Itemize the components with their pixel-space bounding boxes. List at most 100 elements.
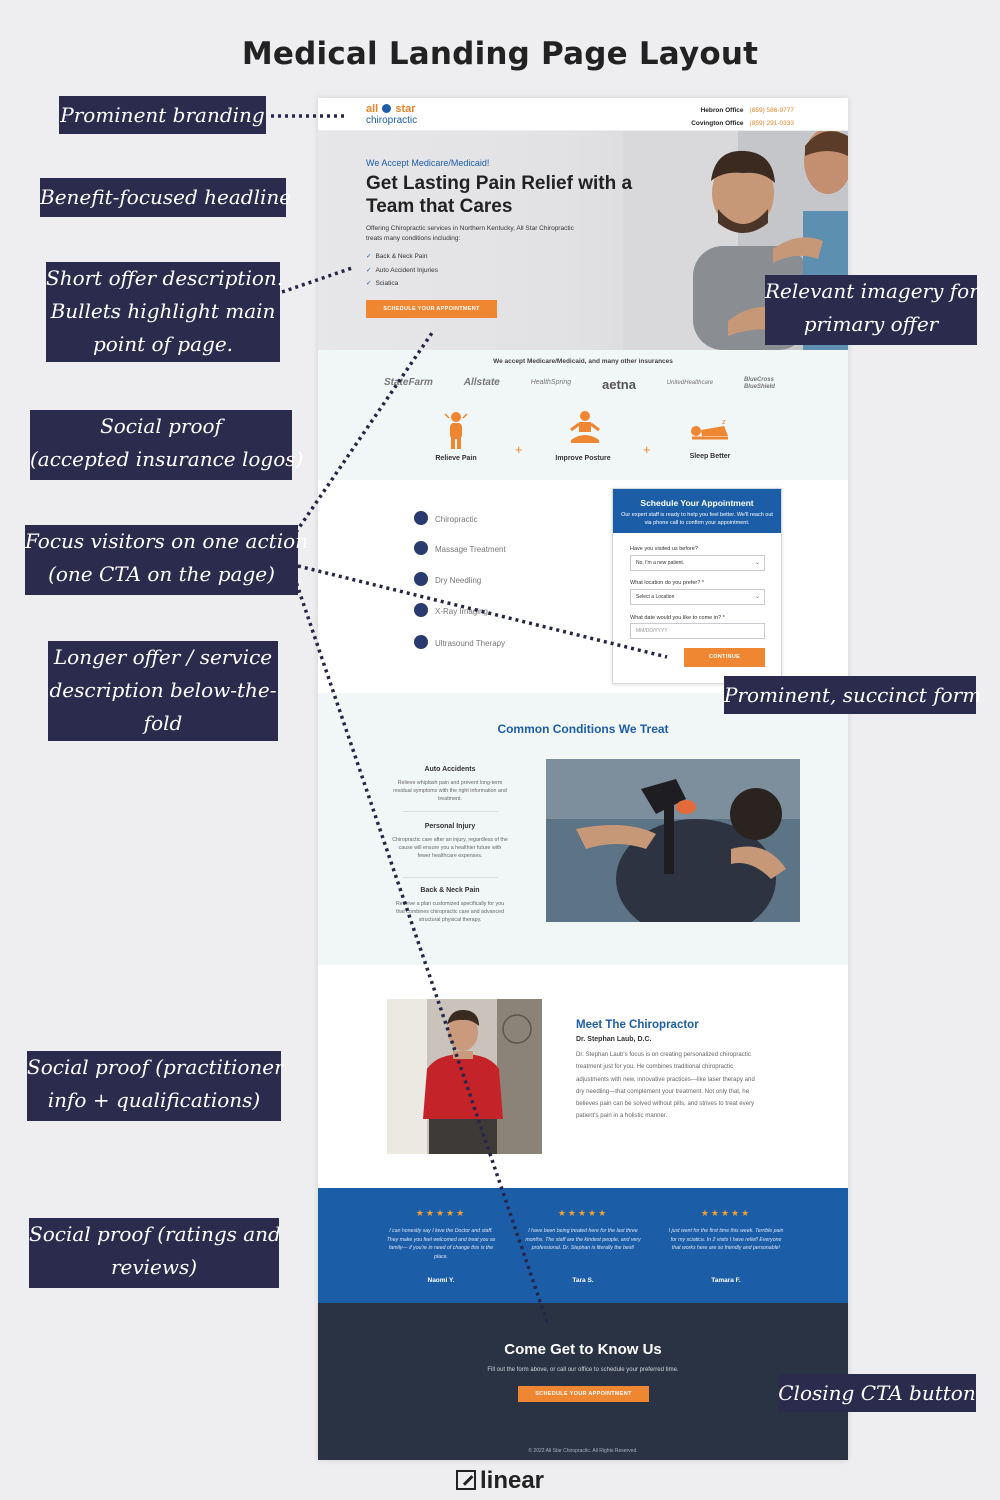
review-author: Tara S.	[572, 1277, 594, 1284]
chiropractic-icon	[414, 511, 428, 525]
logo-text-chiropractic: chiropractic	[366, 115, 418, 126]
service-label: Massage Treatment	[435, 545, 506, 554]
annotation-line: reviews)	[110, 1255, 198, 1279]
treatment-photo	[546, 759, 800, 922]
service-label: Chiropractic	[435, 515, 478, 524]
service-item-chiropractic[interactable]: Chiropractic	[414, 511, 478, 525]
annotation-practitioner: Social proof (practitioner info + qualif…	[27, 1051, 284, 1121]
review-card: ★★★★★ I have been being treated here for…	[525, 1208, 641, 1284]
improve-posture-icon	[570, 411, 600, 443]
logo[interactable]: all star chiropractic	[366, 103, 417, 126]
appointment-form: Schedule Your Appointment Our expert sta…	[612, 488, 782, 684]
annotation-line: point of page.	[92, 332, 234, 356]
annotation-form: Prominent, succinct form	[724, 676, 981, 714]
condition-name: Back & Neck Pain	[420, 887, 480, 894]
divider	[402, 811, 498, 812]
ultrasound-icon	[414, 635, 428, 649]
star-rating-icon: ★★★★★	[700, 1208, 752, 1218]
review-quote: I just went for the first time this week…	[668, 1228, 784, 1251]
condition-desc: Relieve whiplash pain and prevent long-t…	[393, 780, 507, 802]
meet-section: Meet The Chiropractor Dr. Stephan Laub, …	[318, 965, 848, 1188]
location-select[interactable]: Select a Location⌄	[630, 589, 765, 605]
office-phone[interactable]: (859) 291-0333	[749, 120, 794, 127]
annotation-line: Social proof (ratings and	[29, 1222, 281, 1246]
list-item: ✓Auto Accident Injuries	[366, 264, 438, 278]
insurance-title: We accept Medicare/Medicaid, and many ot…	[493, 358, 673, 365]
visited-before-label: Have you visited us before?	[630, 546, 698, 552]
office-phone[interactable]: (859) 586-9777	[749, 107, 794, 114]
service-item-massage[interactable]: Massage Treatment	[414, 541, 506, 555]
meet-title: Meet The Chiropractor	[576, 1019, 699, 1031]
list-item: ✓Sciatica	[366, 277, 438, 291]
reviews-section: ★★★★★ I can honestly say I love the Doct…	[318, 1188, 848, 1303]
hero-description: Offering Chiropractic services in Northe…	[366, 225, 574, 242]
bullet-text: Sciatica	[375, 280, 399, 287]
review-quote: I have been being treated here for the l…	[525, 1228, 641, 1251]
benefit-improve-posture: Improve Posture	[555, 455, 611, 462]
closing-cta-button[interactable]: SCHEDULE YOUR APPOINTMENT	[518, 1386, 649, 1402]
form-subtitle: Our expert staff is ready to help you fe…	[621, 512, 773, 526]
allstate-logo: Allstate	[463, 377, 500, 388]
brand-text: linear	[479, 1467, 545, 1494]
select-value: No, I'm a new patient.	[636, 560, 685, 566]
annotation-line: (one CTA on the page)	[48, 562, 275, 586]
hero-headline: Get Lasting Pain Relief with a Team that…	[366, 173, 633, 217]
service-item-dry-needling[interactable]: Dry Needling	[414, 572, 481, 586]
chevron-down-icon: ⌄	[754, 560, 760, 566]
annotation-line: description below-the-	[49, 678, 277, 702]
plus-icon: +	[643, 442, 651, 457]
dry-needling-icon	[414, 572, 428, 586]
annotation-closing: Closing CTA button	[778, 1374, 976, 1412]
annotation-line: Bullets highlight main	[50, 299, 276, 323]
healthspring-logo: HealthSpring	[530, 379, 572, 386]
annotation-branding: Prominent branding	[59, 96, 266, 134]
copyright: © 2022 All Star Chiropractic. All Rights…	[528, 1448, 638, 1454]
condition-item: Back & Neck Pain Receive a plan customiz…	[392, 887, 508, 924]
service-label: Dry Needling	[435, 576, 482, 585]
annotation-line: Social proof	[100, 414, 222, 438]
date-input[interactable]: MM/DD/YYYY	[630, 623, 765, 639]
conditions-title: Common Conditions We Treat	[497, 722, 669, 736]
annotation-line: Short offer description.	[46, 266, 284, 290]
hero-bullets: ✓Back & Neck Pain ✓Auto Accident Injurie…	[366, 250, 438, 291]
bluecross-logo: BlueCross BlueShield	[743, 377, 775, 390]
annotation-line: Longer offer / service	[53, 645, 273, 669]
chiropractor-bio: Dr. Stephan Laub's focus is on creating …	[576, 1051, 755, 1120]
office-name: Hebron Office	[700, 107, 744, 114]
relieve-pain-icon	[444, 412, 468, 449]
schedule-appointment-button[interactable]: SCHEDULE YOUR APPOINTMENT	[366, 300, 497, 318]
closing-title: Come Get to Know Us	[504, 1341, 662, 1358]
annotation-line: Focus visitors on one action	[25, 529, 309, 553]
insurance-section: We accept Medicare/Medicaid, and many ot…	[318, 350, 848, 480]
review-author: Naomi Y.	[427, 1277, 455, 1284]
chiropractor-name: Dr. Stephan Laub, D.C.	[576, 1036, 652, 1043]
check-icon: ✓	[366, 266, 372, 274]
visited-before-select[interactable]: No, I'm a new patient. ⌄	[630, 555, 765, 571]
linear-logo-icon	[455, 1470, 476, 1490]
plus-icon: +	[515, 442, 523, 457]
review-author: Tamara F.	[711, 1277, 741, 1284]
review-quote: I can honestly say I love the Doctor and…	[386, 1228, 496, 1260]
benefit-sleep-better: Sleep Better	[689, 453, 731, 460]
divider	[402, 877, 498, 878]
benefit-relieve-pain: Relieve Pain	[435, 455, 477, 462]
statefarm-logo: StateFarm	[384, 377, 433, 388]
star-icon	[382, 104, 392, 113]
chevron-down-icon: ⌄	[754, 594, 760, 600]
hero-eyebrow: We Accept Medicare/Medicaid!	[366, 158, 490, 168]
annotation-insurance: Social proof (accepted insurance logos)	[30, 410, 303, 480]
review-card: ★★★★★ I just went for the first time thi…	[668, 1208, 784, 1284]
annotation-offer: Short offer description. Bullets highlig…	[46, 262, 284, 362]
continue-button[interactable]: CONTINUE	[684, 648, 765, 667]
annotation-line: primary offer	[803, 312, 939, 336]
annotation-focus: Focus visitors on one action (one CTA on…	[25, 525, 309, 595]
insurance-logos: StateFarm Allstate HealthSpring aetna Un…	[384, 377, 784, 392]
logo-text-all: all	[366, 103, 379, 115]
service-item-x-ray[interactable]: X-Ray Imaging	[414, 603, 488, 617]
annotation-line: Social proof (practitioner	[27, 1055, 284, 1079]
service-item-ultrasound[interactable]: Ultrasound Therapy	[414, 635, 505, 649]
aetna-logo: aetna	[601, 377, 636, 392]
star-rating-icon: ★★★★★	[415, 1208, 467, 1218]
closing-section: Come Get to Know Us Fill out the form ab…	[318, 1303, 848, 1460]
service-label: Ultrasound Therapy	[435, 639, 506, 648]
